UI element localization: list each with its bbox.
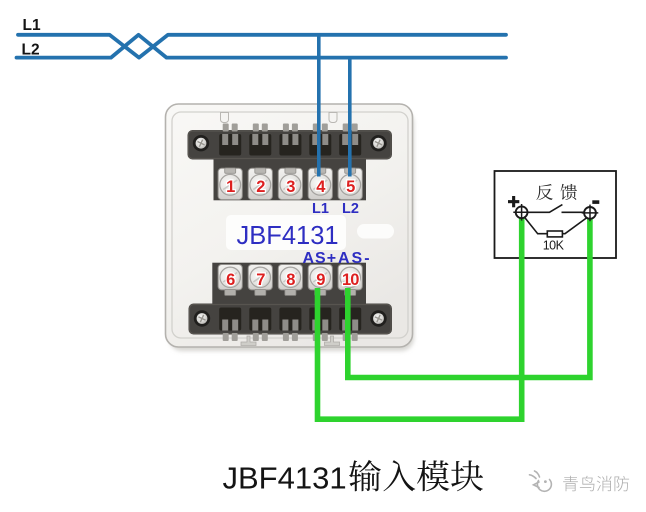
svg-text:L2: L2 xyxy=(342,201,359,217)
svg-text:1: 1 xyxy=(226,178,235,196)
svg-text:7: 7 xyxy=(256,271,265,289)
svg-text:AS+: AS+ xyxy=(303,250,338,267)
svg-text:JBF4131: JBF4131 xyxy=(223,460,347,495)
svg-text:L1: L1 xyxy=(312,201,329,217)
svg-text:L1: L1 xyxy=(23,17,41,34)
svg-text:9: 9 xyxy=(316,271,325,289)
svg-text:JBF4131: JBF4131 xyxy=(237,222,339,250)
svg-text:AS-: AS- xyxy=(338,250,372,267)
svg-text:2: 2 xyxy=(256,178,265,196)
svg-text:3: 3 xyxy=(286,178,295,196)
svg-text:10K: 10K xyxy=(543,238,565,252)
svg-text:L2: L2 xyxy=(22,42,40,59)
svg-text:8: 8 xyxy=(286,271,295,289)
svg-text:6: 6 xyxy=(226,271,235,289)
svg-text:5: 5 xyxy=(346,178,355,196)
svg-text:10: 10 xyxy=(342,271,359,289)
